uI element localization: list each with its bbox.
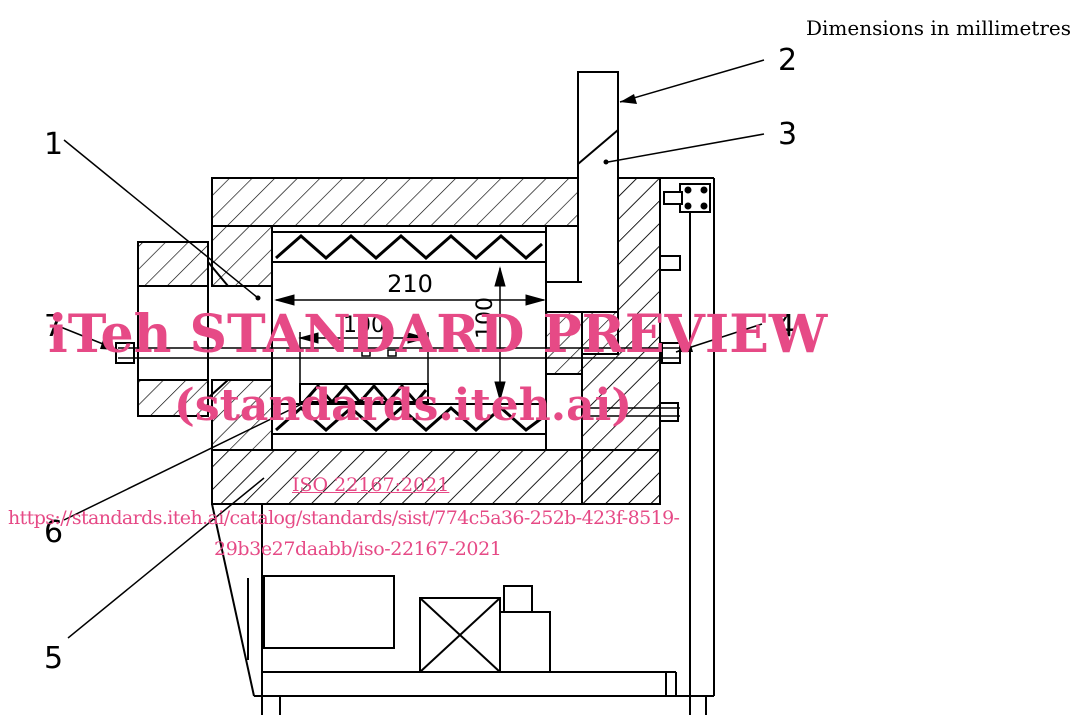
control-unit xyxy=(263,575,395,649)
watermark-url-line1[interactable]: https://standards.iteh.ai/catalog/standa… xyxy=(8,507,680,529)
dimension-diameter: 100 xyxy=(473,297,498,339)
leader-lines xyxy=(57,59,765,639)
door-flange xyxy=(137,242,272,416)
leader-arrowheads xyxy=(100,94,693,352)
dimension-lines xyxy=(274,266,546,402)
callout-6: 6 xyxy=(44,515,63,550)
callout-2: 2 xyxy=(778,43,797,78)
callout-4: 4 xyxy=(776,309,795,344)
watermark-title: iTeh STANDARD PREVIEW xyxy=(48,304,828,365)
dimension-inner-length: 100 xyxy=(343,313,385,338)
flue-point xyxy=(603,159,609,165)
thermocouple-rods xyxy=(115,255,681,422)
watermark-url-line2[interactable]: 29b3e27daabb/iso-22167-2021 xyxy=(214,538,502,560)
watermark-doc-link[interactable]: ISO 22167:2021 xyxy=(292,474,450,496)
callout-7: 7 xyxy=(44,309,63,344)
flue-pipe xyxy=(545,71,619,313)
callout-3: 3 xyxy=(778,117,797,152)
latch xyxy=(663,183,711,213)
dimension-length: 210 xyxy=(387,270,433,298)
callout-5: 5 xyxy=(44,641,63,676)
units-note: Dimensions in millimetres xyxy=(806,16,1071,40)
watermark-site: (standards.iteh.ai) xyxy=(174,380,633,431)
transformer xyxy=(419,585,551,673)
callout-1: 1 xyxy=(44,127,63,162)
chimney-block xyxy=(545,225,583,283)
